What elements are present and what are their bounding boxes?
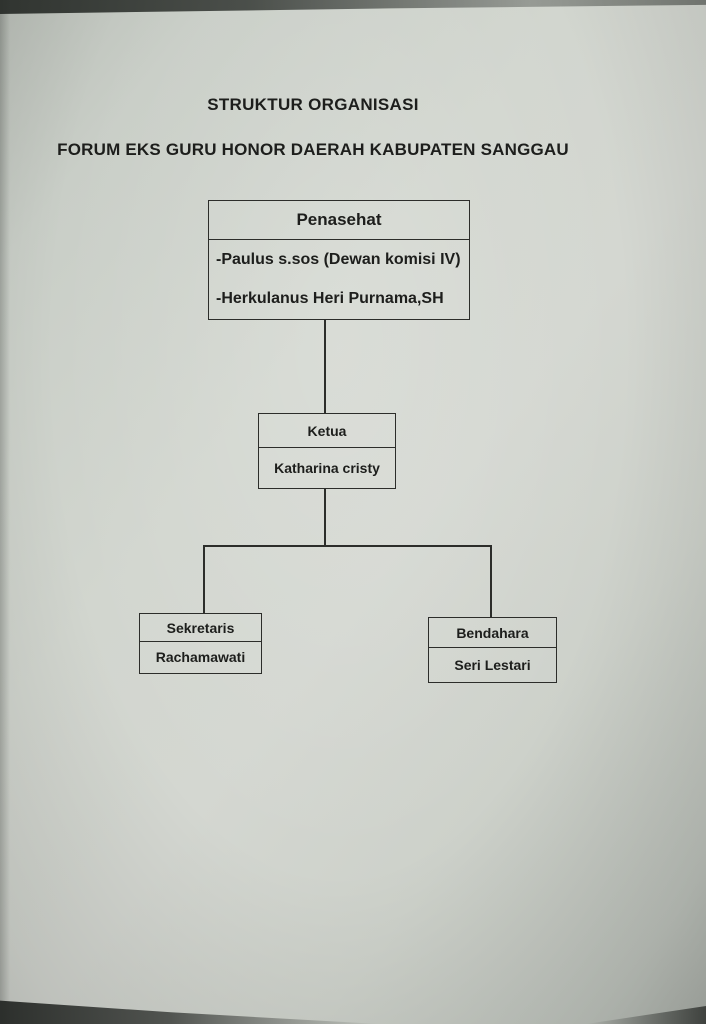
ketua-name: Katharina cristy: [274, 459, 380, 476]
bendahara-name: Seri Lestari: [454, 656, 531, 673]
document-subtitle: FORUM EKS GURU HONOR DAERAH KABUPATEN SA…: [57, 140, 569, 159]
org-node-ketua: Ketua Katharina cristy: [258, 413, 396, 489]
photo-edge-top: [0, 0, 706, 14]
connector-to-bendahara: [490, 546, 492, 617]
photo-edge-bottom-left: [0, 1000, 380, 1024]
connector-horizontal-bar: [203, 545, 492, 547]
connector-penasehat-to-ketua: [324, 320, 326, 413]
penasehat-member-1: -Paulus s.sos (Dewan komisi IV): [216, 250, 461, 268]
org-node-sekretaris: Sekretaris Rachamawati: [139, 613, 262, 674]
document-title: STRUKTUR ORGANISASI: [207, 95, 419, 114]
photo-edge-bottom-right: [586, 1006, 706, 1024]
sekretaris-title: Sekretaris: [140, 614, 261, 642]
org-node-penasehat: Penasehat -Paulus s.sos (Dewan komisi IV…: [208, 200, 470, 320]
document-heading: STRUKTUR ORGANISASI FORUM EKS GURU HONOR…: [0, 95, 626, 160]
connector-to-sekretaris: [203, 546, 205, 613]
penasehat-member-2: -Herkulanus Heri Purnama,SH: [216, 289, 444, 307]
connector-ketua-drop: [324, 489, 326, 546]
bendahara-title: Bendahara: [429, 618, 556, 648]
sekretaris-name: Rachamawati: [155, 649, 246, 665]
ketua-title: Ketua: [259, 414, 395, 448]
penasehat-title: Penasehat: [209, 201, 469, 240]
org-node-bendahara: Bendahara Seri Lestari: [428, 617, 557, 683]
